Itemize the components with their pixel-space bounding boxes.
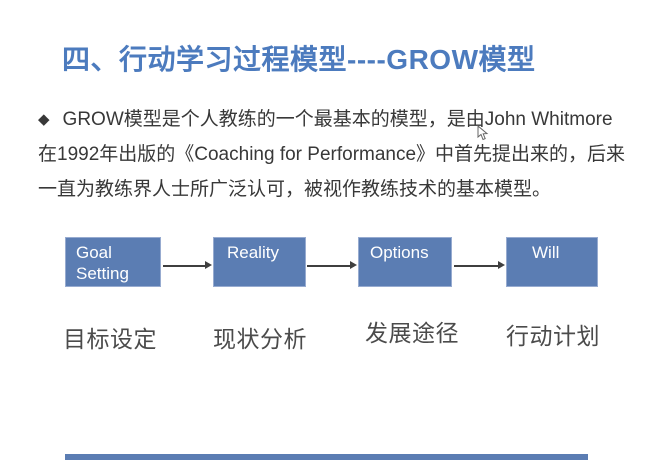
flow-arrow-icon-3 — [454, 261, 505, 270]
arrow-head — [205, 261, 212, 269]
arrow-shaft — [307, 265, 351, 267]
mouse-cursor-icon — [477, 125, 489, 141]
bottom-accent-bar — [65, 454, 588, 460]
arrow-shaft — [163, 265, 206, 267]
flow-box-reality: Reality — [213, 237, 306, 287]
arrow-head — [350, 261, 357, 269]
arrow-shaft — [454, 265, 499, 267]
flow-box-options: Options — [358, 237, 452, 287]
flow-box-goal-setting: Goal Setting — [65, 237, 161, 287]
intro-paragraph: ◆ GROW模型是个人教练的一个最基本的模型，是由John Whitmore 在1… — [38, 102, 630, 207]
diamond-bullet-icon: ◆ — [38, 111, 50, 128]
flow-arrow-icon-1 — [163, 261, 212, 270]
flow-box-will: Will — [506, 237, 598, 287]
paragraph-line-1: ◆ GROW模型是个人教练的一个最基本的模型，是由John Whitmore — [38, 102, 630, 137]
caption-reality: 现状分析 — [213, 326, 307, 352]
caption-will: 行动计划 — [506, 323, 600, 349]
paragraph-line-2: 在1992年出版的《Coaching for Performance》中首先提出… — [38, 144, 626, 165]
paragraph-text-1: GROW模型是个人教练的一个最基本的模型，是由John Whitmore — [62, 109, 613, 130]
flow-arrow-icon-2 — [307, 261, 357, 270]
paragraph-line-3: 一直为教练界人士所广泛认可，被视作教练技术的基本模型。 — [38, 179, 552, 200]
slide-title: 四、行动学习过程模型----GROW模型 — [62, 44, 536, 75]
arrow-head — [498, 261, 505, 269]
caption-goal-setting: 目标设定 — [63, 326, 157, 352]
caption-options: 发展途径 — [365, 320, 459, 346]
